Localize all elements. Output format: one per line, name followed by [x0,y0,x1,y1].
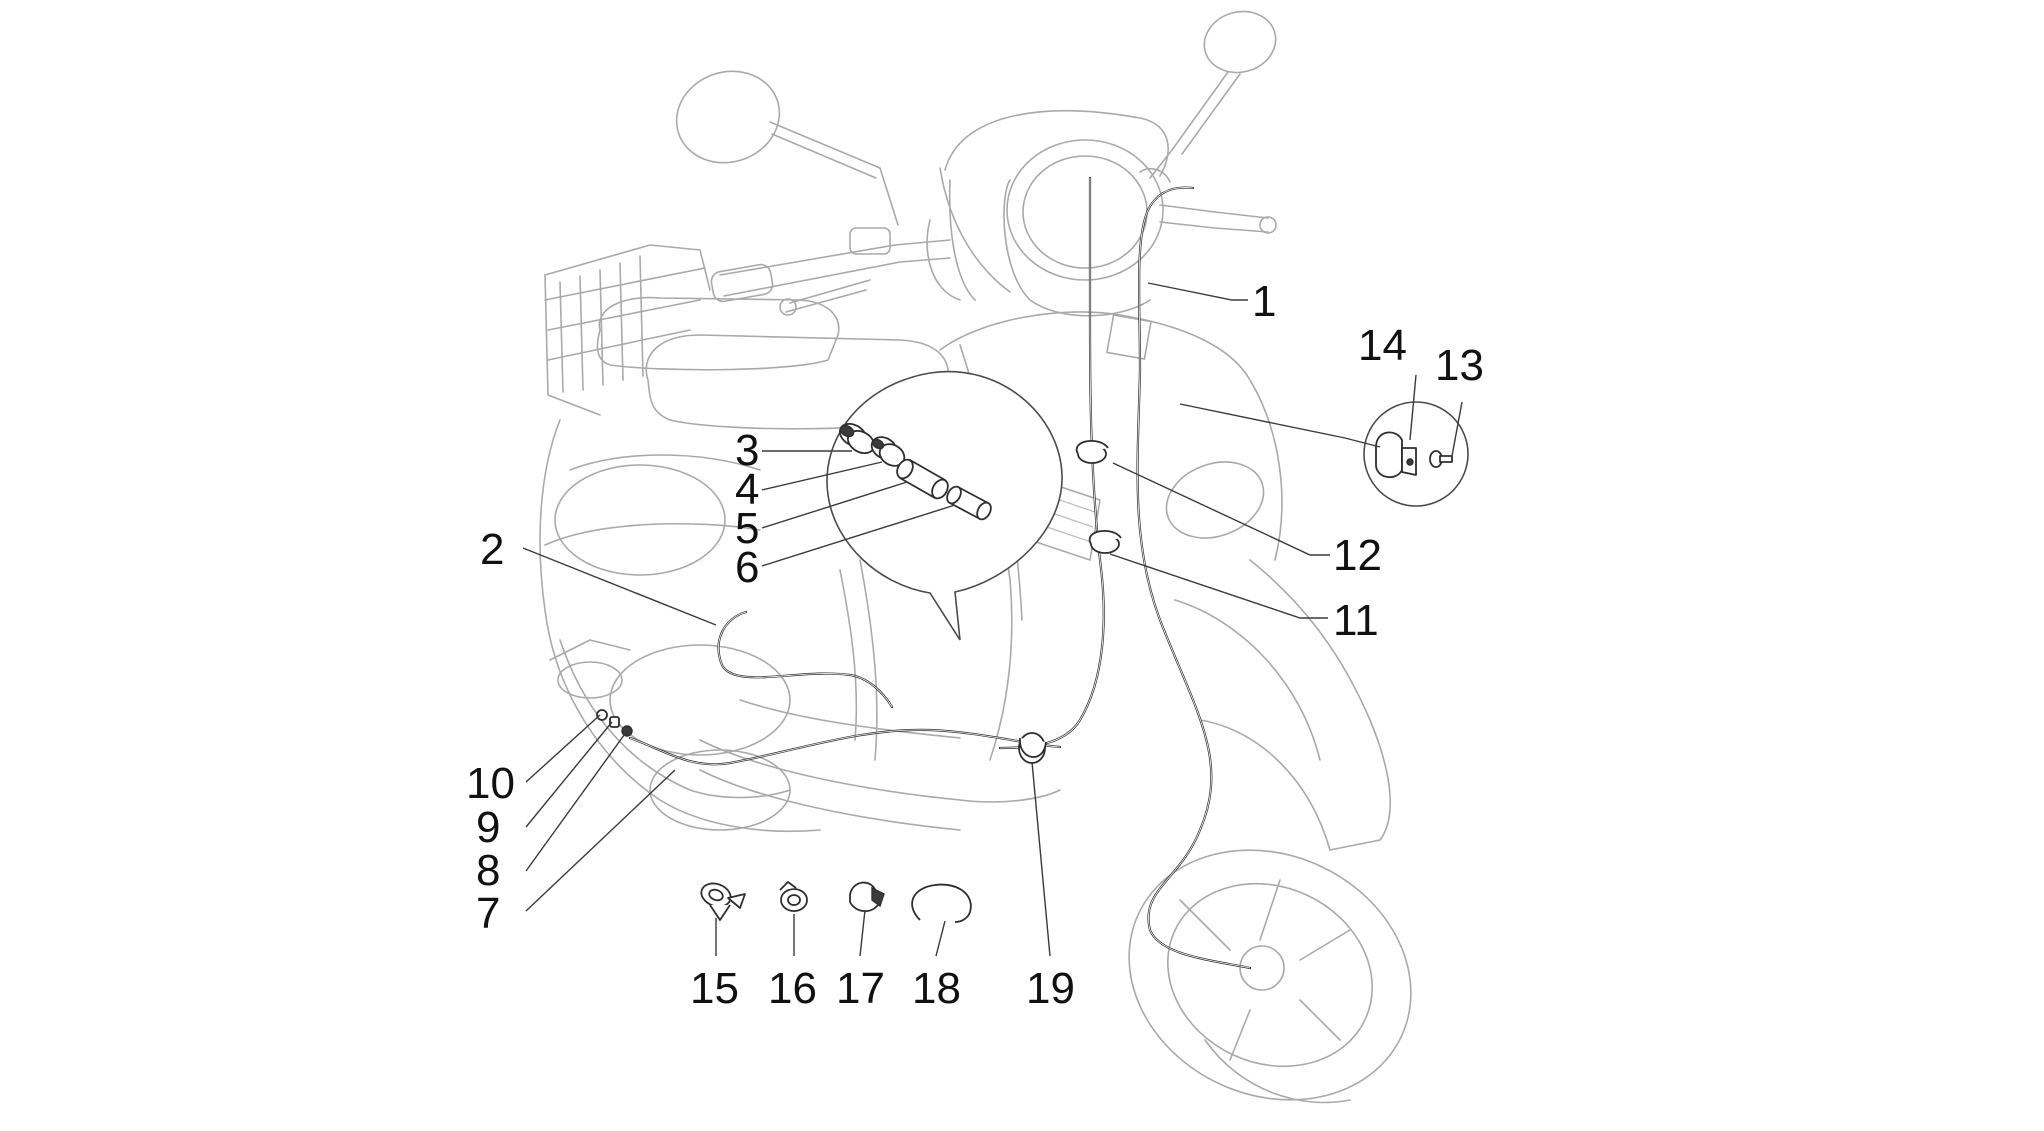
callout-14: 14 [1358,321,1407,370]
part-5-sleeve [896,458,949,500]
detail-bubble-parts-3-6 [826,370,1063,641]
callout-5: 5 [735,504,759,553]
loose-parts [700,881,972,923]
part-6-sleeve [946,485,992,521]
callout-16: 16 [768,964,817,1013]
leader-lines [522,282,1463,957]
callout-8: 8 [476,846,500,895]
short-cable [717,610,894,709]
callout-19: 19 [1026,964,1075,1013]
callout-7: 7 [476,889,500,938]
part-15-clip [700,882,746,921]
callout-12: 12 [1333,531,1382,580]
callout-4: 4 [735,465,759,514]
part-14-clamp [1375,431,1417,479]
callout-2: 2 [480,525,504,574]
part-9-bushing [609,716,620,728]
part-3-bushing [838,422,876,455]
callout-6: 6 [735,543,759,592]
callout-3: 3 [735,426,759,475]
part-4-bushing [870,436,906,467]
part-13-screw [1429,450,1453,468]
cables [628,176,1252,970]
part-18-ring [911,883,972,923]
callout-11: 11 [1333,596,1379,645]
detail-bubble-parts-13-14 [1363,401,1469,507]
callouts: 1 2 3 4 5 6 7 8 9 10 11 12 13 14 15 16 1… [466,277,1484,1013]
part-17-clip [849,881,885,912]
callout-15: 15 [690,964,739,1013]
callout-17: 17 [836,964,885,1013]
callout-10: 10 [466,759,515,808]
callout-1: 1 [1252,277,1276,326]
cable-clips [596,440,1122,764]
callout-13: 13 [1435,341,1484,390]
part-10-washer [596,709,608,721]
scooter-outline [539,10,1412,1104]
callout-9: 9 [476,803,500,852]
rear-cable [628,728,1062,766]
part-16-clamp [779,881,808,912]
callout-18: 18 [912,964,961,1013]
